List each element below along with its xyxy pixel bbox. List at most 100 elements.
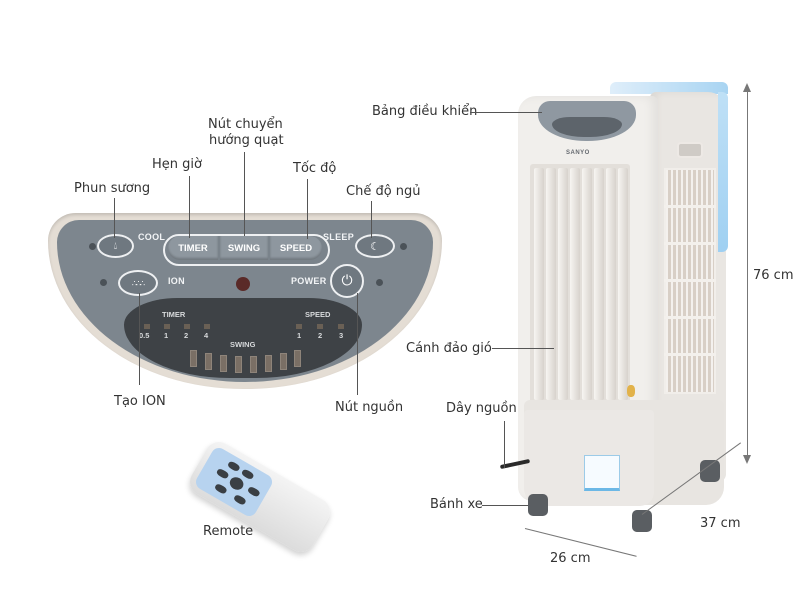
swing-segment (220, 355, 227, 372)
width-value: 26 cm (550, 551, 591, 566)
blue-side-trim (718, 92, 728, 252)
grille-rib (664, 353, 716, 356)
callout-nut-chuyen-huong-2: hướng quạt (209, 133, 284, 148)
float-indicator (627, 385, 635, 397)
timer-value-3: 4 (204, 331, 209, 340)
remote-button-face (193, 445, 275, 519)
ion-label: ION (168, 276, 185, 286)
callout-hen-gio: Hẹn giờ (152, 157, 202, 172)
power-led (236, 277, 250, 291)
louver-blade (606, 168, 616, 400)
louver-blade (558, 168, 568, 400)
sleep-button[interactable]: ☾ (355, 234, 395, 258)
speed-button[interactable]: SPEED (270, 236, 322, 260)
cooler-panel-display (552, 117, 622, 137)
leader-line (357, 293, 358, 395)
leader-line (492, 348, 554, 349)
callout-remote: Remote (203, 524, 254, 539)
louver-blade (594, 168, 604, 400)
remote-button (215, 467, 230, 480)
speed-led-2 (338, 324, 344, 329)
speed-value-0: 1 (297, 331, 302, 340)
water-drops-icon: 💧︎ (113, 240, 118, 252)
water-level-sticker (584, 455, 620, 491)
cool-button[interactable]: 💧︎ (97, 234, 134, 258)
leader-line (482, 505, 528, 506)
power-icon: ⏻ (341, 273, 353, 289)
remote-button (226, 460, 241, 473)
grille-rib (664, 316, 716, 319)
leader-line (371, 201, 372, 238)
moon-icon: ☾ (370, 239, 380, 253)
callout-banh-xe: Bánh xe (430, 497, 483, 512)
remote-power-button (227, 474, 246, 493)
leader-line (244, 152, 245, 236)
ion-button[interactable]: ∴∴∴ (118, 270, 158, 296)
remote-button (213, 482, 228, 495)
power-indicator-dot (376, 279, 383, 286)
timer-value-0: 0.5 (139, 331, 150, 340)
timer-led-3 (204, 324, 210, 329)
speed-value-1: 2 (318, 331, 323, 340)
arrow-head-icon (743, 83, 751, 92)
cool-indicator-dot (89, 243, 96, 250)
leader-line (139, 293, 140, 385)
callout-tao-ion: Tạo ION (114, 394, 166, 409)
swing-segment (265, 355, 272, 372)
callout-canh-dao-gio: Cánh đảo gió (406, 341, 492, 356)
height-value: 76 cm (753, 268, 794, 283)
timer-led-0 (144, 324, 150, 329)
timer-value-1: 1 (164, 331, 169, 340)
speed-led-1 (317, 324, 323, 329)
brand-logo: SANYO (566, 150, 590, 156)
callout-phun-suong: Phun sương (74, 181, 151, 196)
louver-blade (618, 168, 628, 400)
callout-nut-chuyen-huong-1: Nút chuyển (208, 117, 283, 132)
display-speed-label: SPEED (305, 310, 331, 319)
swing-segment (235, 356, 242, 373)
sleep-label: SLEEP (323, 232, 355, 242)
swing-segment (205, 353, 212, 370)
louver-blade (534, 168, 544, 400)
power-button[interactable]: ⏻ (330, 264, 364, 298)
callout-toc-do: Tốc độ (293, 161, 337, 176)
ion-indicator-dot (100, 279, 107, 286)
arrow-head-icon (743, 455, 751, 464)
sleep-indicator-dot (400, 243, 407, 250)
callout-nut-nguon: Nút nguồn (335, 400, 404, 415)
swing-button[interactable]: SWING (220, 236, 268, 260)
swing-segment (294, 350, 301, 367)
caster-wheel (632, 510, 652, 532)
timer-value-2: 2 (184, 331, 189, 340)
caster-wheel (528, 494, 548, 516)
grille-rib (664, 242, 716, 245)
louver-blade (546, 168, 556, 400)
swing-segment (190, 350, 197, 367)
side-handle (677, 142, 703, 158)
louver-blade (582, 168, 592, 400)
blue-top-trim (610, 82, 728, 94)
grille-rib (664, 279, 716, 282)
callout-day-nguon: Dây nguồn (446, 401, 517, 416)
ion-dots-icon: ∴∴∴ (131, 278, 145, 288)
remote-button (232, 493, 247, 506)
remote-button (240, 468, 255, 481)
leader-line (307, 179, 308, 239)
leader-line (189, 176, 190, 238)
grille-rib (664, 205, 716, 208)
speed-led-0 (296, 324, 302, 329)
callout-che-do-ngu: Chế độ ngủ (346, 184, 421, 199)
depth-value: 37 cm (700, 516, 741, 531)
remote-button (246, 485, 261, 498)
display-swing-label: SWING (230, 340, 256, 349)
louver-blade (570, 168, 580, 400)
cool-label: COOL (138, 232, 166, 242)
timer-button[interactable]: TIMER (168, 236, 218, 260)
swing-segment (280, 353, 287, 370)
power-label: POWER (291, 276, 327, 286)
speed-value-2: 3 (339, 331, 344, 340)
callout-bang-dieu-khien: Bảng điều khiển (372, 104, 478, 119)
display-timer-label: TIMER (162, 310, 186, 319)
led-display (124, 298, 362, 378)
dimension-line (747, 90, 748, 460)
